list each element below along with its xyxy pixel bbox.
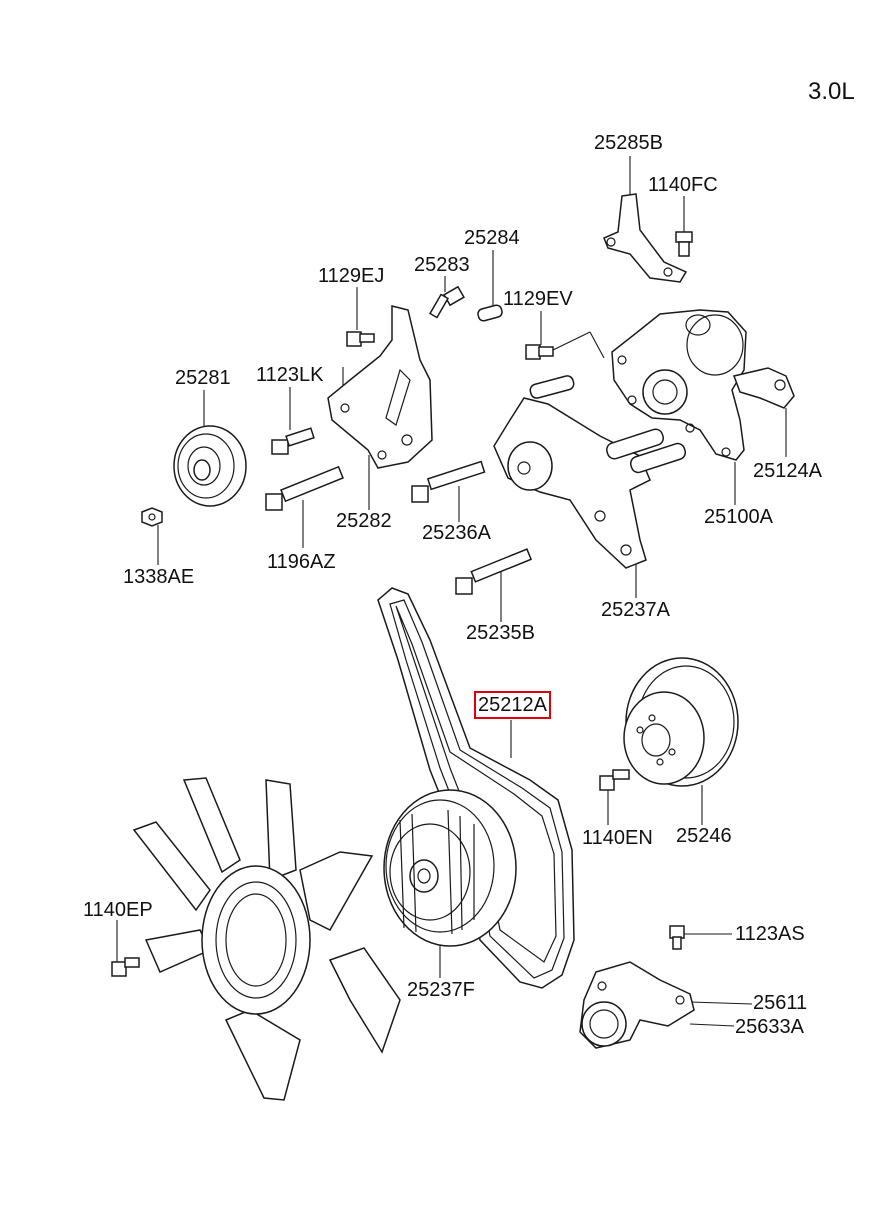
bolt-1129ev xyxy=(525,331,605,360)
label-1140fc[interactable]: 1140FC xyxy=(648,174,718,196)
label-25283[interactable]: 25283 xyxy=(414,254,470,276)
fan-clutch-25237f xyxy=(383,789,517,947)
cooling-fan xyxy=(132,777,401,1101)
label-25633a[interactable]: 25633A xyxy=(735,1016,804,1038)
bolt-1140en xyxy=(599,769,630,791)
label-25611[interactable]: 25611 xyxy=(753,992,808,1014)
label-1140ep[interactable]: 1140EP xyxy=(83,899,153,921)
bolt-1140fc xyxy=(675,231,693,257)
label-25100a[interactable]: 25100A xyxy=(704,506,773,528)
label-1129ej[interactable]: 1129EJ xyxy=(318,265,385,287)
label-25282[interactable]: 25282 xyxy=(336,510,392,532)
bolt-1129ej xyxy=(346,331,375,347)
label-25235b[interactable]: 25235B xyxy=(466,622,535,644)
bolt-1123as xyxy=(669,925,685,950)
nut-1338ae xyxy=(141,507,163,527)
idler-pulley-25281 xyxy=(173,425,247,507)
label-1123lk[interactable]: 1123LK xyxy=(256,364,324,386)
label-25237a[interactable]: 25237A xyxy=(601,599,670,621)
label-25246[interactable]: 25246 xyxy=(676,825,732,847)
bolt-25235b xyxy=(455,548,533,595)
label-1129ev[interactable]: 1129EV xyxy=(503,288,573,310)
label-1196az[interactable]: 1196AZ xyxy=(267,551,336,573)
bolt-1140ep xyxy=(111,957,140,977)
engine-label: 3.0L xyxy=(808,78,855,105)
stud-25284 xyxy=(477,304,503,322)
bolt-1196az xyxy=(265,465,344,511)
bolt-1123lk xyxy=(271,427,315,455)
water-pump-25100a xyxy=(611,309,747,461)
label-25281[interactable]: 25281 xyxy=(175,367,231,389)
bracket-25282 xyxy=(327,305,433,469)
pulley-25246 xyxy=(623,657,739,787)
label-25284[interactable]: 25284 xyxy=(464,227,520,249)
bolt-25283 xyxy=(429,285,465,319)
bracket-25285b xyxy=(603,193,688,283)
label-25285b[interactable]: 25285B xyxy=(594,132,663,154)
label-25212a[interactable]: 25212A xyxy=(474,691,551,719)
label-1123as[interactable]: 1123AS xyxy=(735,923,805,945)
label-25124a[interactable]: 25124A xyxy=(753,460,822,482)
gasket-25124a xyxy=(732,367,795,409)
label-1338ae[interactable]: 1338AE xyxy=(123,566,195,588)
bolt-25236a xyxy=(411,460,486,503)
label-1140en[interactable]: 1140EN xyxy=(582,827,653,849)
thermostat-housing-25611 xyxy=(579,961,695,1049)
label-25236a[interactable]: 25236A xyxy=(422,522,491,544)
bracket-25237a xyxy=(493,375,687,569)
label-25237f[interactable]: 25237F xyxy=(407,979,475,1001)
